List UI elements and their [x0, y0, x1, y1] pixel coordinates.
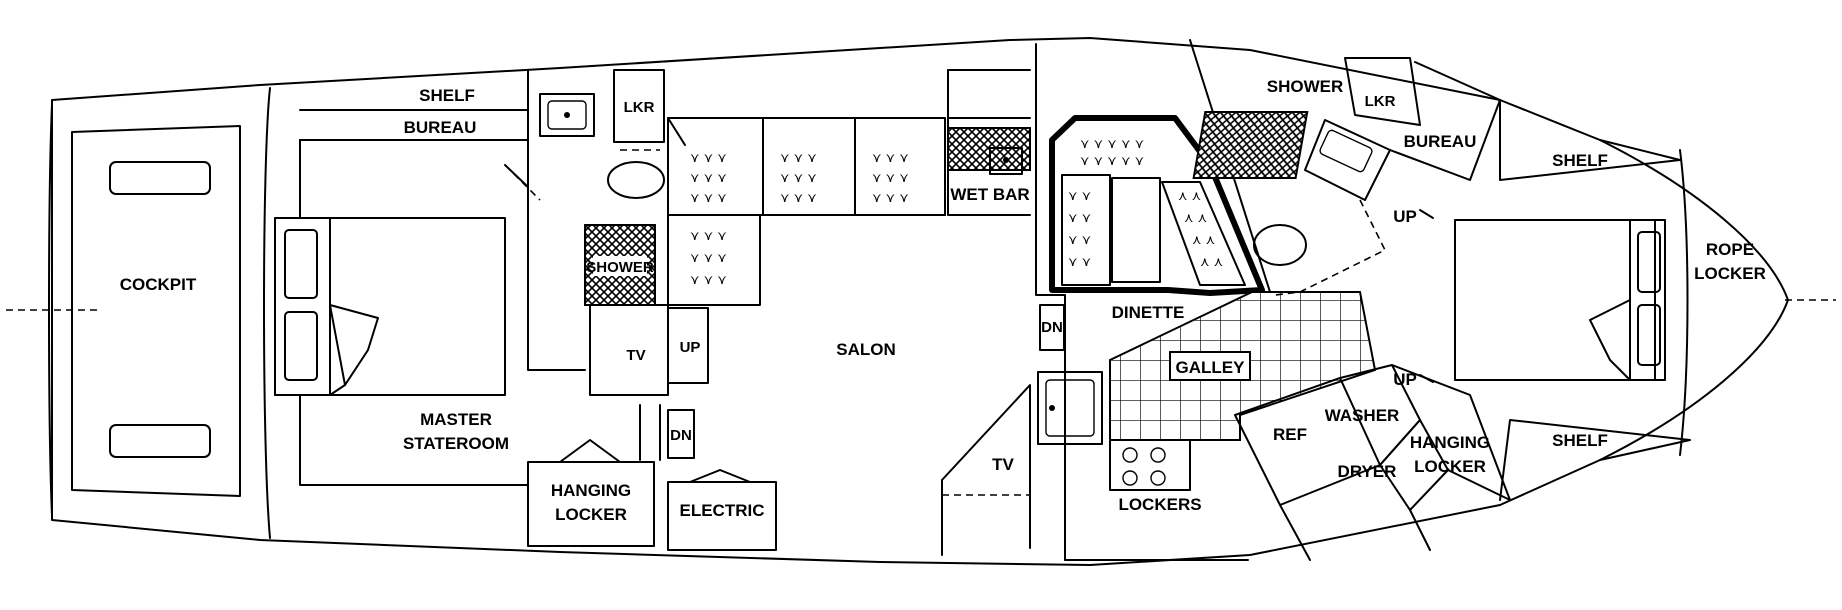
dinette-label: DINETTE — [1112, 303, 1185, 322]
svg-text:⋎ ⋎ ⋎: ⋎ ⋎ ⋎ — [690, 191, 727, 206]
svg-text:⋎ ⋎ ⋎: ⋎ ⋎ ⋎ — [780, 191, 817, 206]
dinette-seating: ⋎ ⋎ ⋎ ⋎ ⋎ ⋎ ⋎ ⋎ ⋎ ⋎ ⋎ ⋎ ⋎ ⋎ ⋎ ⋎ ⋎ ⋎ ⋏ ⋏ … — [1068, 137, 1223, 270]
shower-fwd-label: SHOWER — [1267, 77, 1344, 96]
salon: ⋎ ⋎ ⋎ ⋎ ⋎ ⋎ ⋎ ⋎ ⋎ ⋎ ⋎ ⋎ ⋎ ⋎ ⋎ ⋎ ⋎ ⋎ ⋎ ⋎ … — [667, 69, 1031, 556]
master-stateroom-label-2: STATEROOM — [403, 434, 509, 453]
bureau-aft-label: BUREAU — [404, 118, 477, 137]
rope-locker: ROPE LOCKER — [1679, 149, 1766, 456]
master-bed — [274, 217, 506, 396]
shower-aft-label: SHOWER — [586, 259, 654, 276]
hanging-fwd-label-2: LOCKER — [1414, 457, 1486, 476]
hanging-fwd-label-1: HANGING — [1410, 433, 1490, 452]
svg-text:⋎ ⋎ ⋎: ⋎ ⋎ ⋎ — [690, 229, 727, 244]
svg-text:⋎ ⋎ ⋎ ⋎ ⋎: ⋎ ⋎ ⋎ ⋎ ⋎ — [1080, 137, 1144, 152]
shelf-fwd-upper-label: SHELF — [1552, 151, 1608, 170]
forward-cabin: SHELF UP UP REF WASHER DRYER HANGING LOC… — [1234, 99, 1691, 561]
cockpit-label: COCKPIT — [120, 275, 197, 294]
rope-locker-label-2: LOCKER — [1694, 264, 1766, 283]
lkr-aft-label: LKR — [624, 99, 655, 116]
svg-text:⋎ ⋎ ⋎: ⋎ ⋎ ⋎ — [872, 151, 909, 166]
svg-text:⋎ ⋎ ⋎ ⋎ ⋎: ⋎ ⋎ ⋎ ⋎ ⋎ — [1080, 154, 1144, 169]
cockpit: COCKPIT — [109, 161, 211, 458]
shelf-aft-label: SHELF — [419, 86, 475, 105]
galley-label: GALLEY — [1176, 358, 1246, 377]
svg-text:⋏ ⋏: ⋏ ⋏ — [1178, 189, 1201, 204]
shelf-fwd-lower-label: SHELF — [1552, 431, 1608, 450]
svg-text:⋎ ⋎ ⋎: ⋎ ⋎ ⋎ — [690, 171, 727, 186]
svg-text:⋏ ⋏: ⋏ ⋏ — [1184, 211, 1207, 226]
svg-text:⋎ ⋎ ⋎: ⋎ ⋎ ⋎ — [690, 251, 727, 266]
lkr-fwd-label: LKR — [1365, 93, 1396, 110]
aft-stairs-area: TV UP DN — [589, 304, 709, 461]
galley-dinette: ⋎ ⋎ ⋎ ⋎ ⋎ ⋎ ⋎ ⋎ ⋎ ⋎ ⋎ ⋎ ⋎ ⋎ ⋎ ⋎ ⋎ ⋎ ⋏ ⋏ … — [1035, 43, 1377, 561]
svg-text:⋎ ⋎: ⋎ ⋎ — [1068, 233, 1091, 248]
master-stateroom-label-1: MASTER — [420, 410, 492, 429]
wet-bar-label: WET BAR — [950, 185, 1029, 204]
forward-bed — [1454, 219, 1666, 381]
tv-aft-label: TV — [626, 347, 645, 364]
salon-seating: ⋎ ⋎ ⋎ ⋎ ⋎ ⋎ ⋎ ⋎ ⋎ ⋎ ⋎ ⋎ ⋎ ⋎ ⋎ ⋎ ⋎ ⋎ ⋎ ⋎ … — [690, 151, 909, 288]
up-fwd-lower-label: UP — [1393, 370, 1417, 389]
bureau-fwd-label: BUREAU — [1404, 132, 1477, 151]
up-fwd-upper-label: UP — [1393, 207, 1417, 226]
svg-text:⋎ ⋎ ⋎: ⋎ ⋎ ⋎ — [780, 151, 817, 166]
svg-text:⋏ ⋏: ⋏ ⋏ — [1192, 233, 1215, 248]
svg-text:⋏ ⋏: ⋏ ⋏ — [1200, 255, 1223, 270]
master-stateroom: SHELF BUREAU MASTER STATEROOM — [274, 86, 541, 486]
electric-label: ELECTRIC — [680, 501, 765, 520]
dn-galley-label: DN — [1041, 319, 1063, 336]
svg-text:⋎ ⋎ ⋎: ⋎ ⋎ ⋎ — [780, 171, 817, 186]
svg-text:⋎ ⋎: ⋎ ⋎ — [1068, 211, 1091, 226]
hanging-aft-label-1: HANGING — [551, 481, 631, 500]
svg-text:⋎ ⋎ ⋎: ⋎ ⋎ ⋎ — [872, 171, 909, 186]
svg-text:⋎ ⋎ ⋎: ⋎ ⋎ ⋎ — [872, 191, 909, 206]
forward-head: SHOWER LKR BUREAU — [1189, 39, 1501, 296]
dn-aft-label: DN — [670, 427, 692, 444]
lockers-label: LOCKERS — [1118, 495, 1201, 514]
centerline — [6, 299, 1836, 311]
salon-label: SALON — [836, 340, 896, 359]
aft-head: LKR SHOWER — [527, 69, 665, 371]
svg-text:⋎ ⋎: ⋎ ⋎ — [1068, 255, 1091, 270]
dryer-label: DRYER — [1338, 462, 1397, 481]
svg-text:⋎ ⋎ ⋎: ⋎ ⋎ ⋎ — [690, 273, 727, 288]
svg-text:⋎ ⋎: ⋎ ⋎ — [1068, 189, 1091, 204]
aft-lockers: HANGING LOCKER ELECTRIC — [527, 439, 777, 551]
tv-salon-label: TV — [992, 455, 1014, 474]
hanging-aft-label-2: LOCKER — [555, 505, 627, 524]
ref-label: REF — [1273, 425, 1307, 444]
rope-locker-label-1: ROPE — [1706, 240, 1754, 259]
washer-label: WASHER — [1325, 406, 1400, 425]
up-aft-label: UP — [680, 339, 701, 356]
svg-text:⋎ ⋎ ⋎: ⋎ ⋎ ⋎ — [690, 151, 727, 166]
